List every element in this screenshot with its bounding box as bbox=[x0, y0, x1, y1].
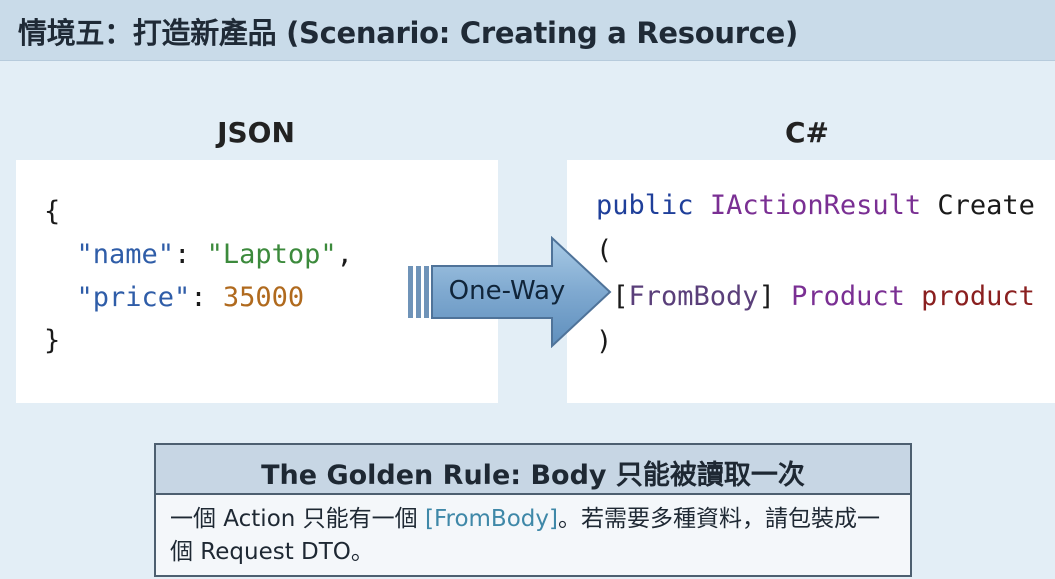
csharp-heading: C# bbox=[784, 116, 829, 149]
csharp-code-line: public IActionResult Create bbox=[596, 190, 1035, 221]
golden-rule-title: The Golden Rule: Body 只能被讀取一次 bbox=[261, 460, 805, 491]
json-heading: JSON bbox=[217, 116, 295, 149]
csharp-code-line: ) bbox=[596, 326, 612, 357]
code-token: { bbox=[44, 196, 61, 227]
code-token: ] bbox=[758, 281, 792, 312]
code-token: product bbox=[921, 281, 1035, 312]
golden-rule-body: 一個 Action 只能有一個 [FromBody]。若需要多種資料，請包裝成一… bbox=[170, 503, 900, 569]
code-token: public bbox=[596, 190, 694, 221]
code-token: "Laptop" bbox=[206, 239, 337, 270]
code-token: Create bbox=[921, 190, 1035, 221]
json-code-line: { bbox=[44, 196, 60, 227]
golden-rule-text: 一個 Action 只能有一個 bbox=[170, 506, 425, 532]
code-token: , bbox=[336, 239, 353, 270]
title-bar: 情境五：打造新產品 (Scenario: Creating a Resource… bbox=[0, 0, 1055, 61]
code-token: [ bbox=[596, 281, 629, 312]
code-token bbox=[694, 190, 710, 221]
csharp-code-panel: public IActionResult Create ( [FromBody]… bbox=[567, 160, 1055, 403]
code-token bbox=[44, 239, 77, 270]
code-token: Product bbox=[791, 281, 905, 312]
code-token: ( bbox=[596, 235, 613, 266]
json-code-line: } bbox=[44, 325, 60, 356]
arrow-label: One-Way bbox=[448, 276, 566, 306]
code-token bbox=[44, 282, 77, 313]
code-token: : bbox=[190, 282, 223, 313]
csharp-code-line: [FromBody] Product product bbox=[596, 281, 1035, 312]
frombody-highlight: [FromBody] bbox=[424, 506, 558, 532]
code-token: IActionResult bbox=[709, 190, 922, 221]
code-token: } bbox=[44, 325, 61, 356]
code-token: FromBody bbox=[628, 281, 759, 312]
json-code-line: "name": "Laptop", bbox=[44, 239, 353, 270]
code-token bbox=[905, 281, 921, 312]
golden-rule-box: The Golden Rule: Body 只能被讀取一次 一個 Action … bbox=[154, 443, 912, 577]
golden-rule-header: The Golden Rule: Body 只能被讀取一次 bbox=[156, 445, 910, 495]
code-token: 35000 bbox=[222, 282, 305, 313]
code-token: "price" bbox=[76, 282, 191, 313]
page-title: 情境五：打造新產品 (Scenario: Creating a Resource… bbox=[18, 16, 798, 50]
code-token: : bbox=[174, 239, 207, 270]
json-code-line: "price": 35000 bbox=[44, 282, 305, 313]
code-token: ) bbox=[596, 326, 613, 357]
one-way-arrow-icon bbox=[408, 236, 612, 348]
csharp-code-line: ( bbox=[596, 235, 612, 266]
golden-rule-text: 。若需要多種資料，請包裝成一個 Request DTO。 bbox=[170, 506, 880, 565]
code-token: "name" bbox=[76, 239, 175, 270]
